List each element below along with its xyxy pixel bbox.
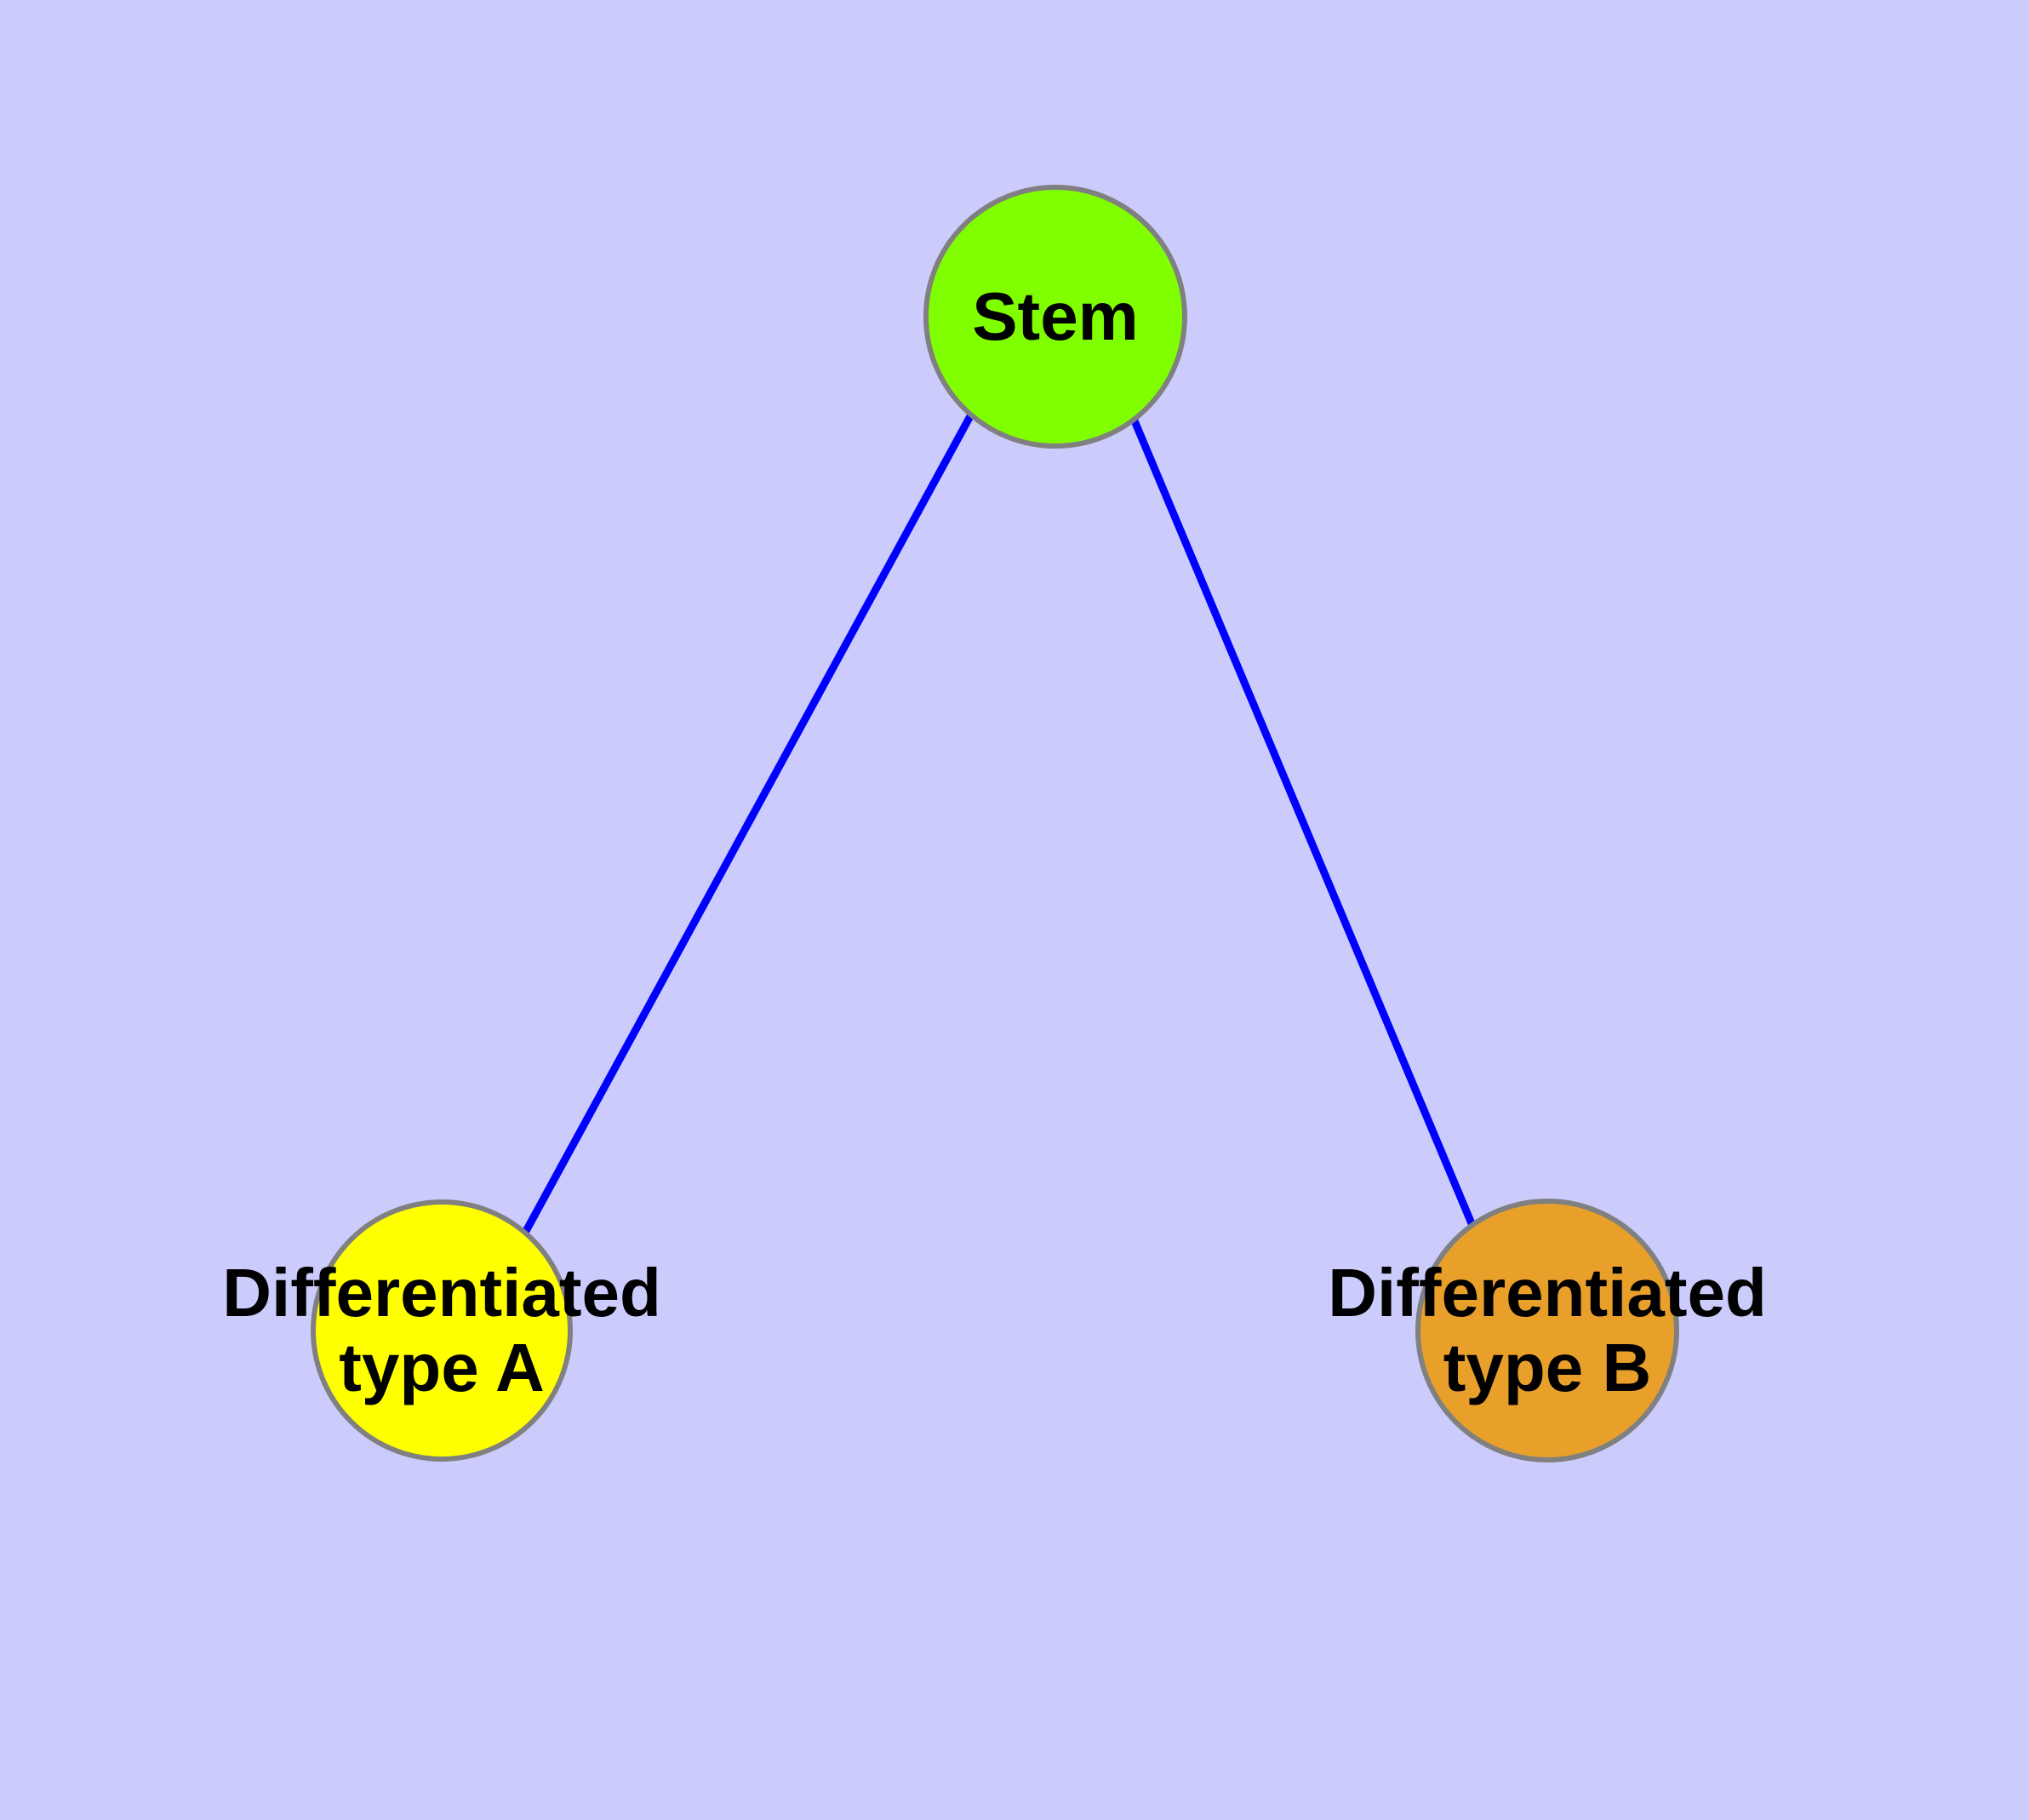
node-differentiated-type-a-circle[interactable]	[311, 1199, 573, 1462]
node-differentiated-type-b-circle[interactable]	[1415, 1199, 1679, 1462]
edge-stem-to-differentiated-type-b[interactable]	[1129, 417, 1477, 1229]
edge-stem-to-differentiated-type-a[interactable]	[522, 412, 974, 1235]
node-stem-circle[interactable]	[923, 185, 1187, 449]
node-stem[interactable]: Stem	[923, 185, 1187, 449]
edge-layer	[522, 412, 1477, 1235]
node-stem-label: Stem	[972, 278, 1139, 354]
